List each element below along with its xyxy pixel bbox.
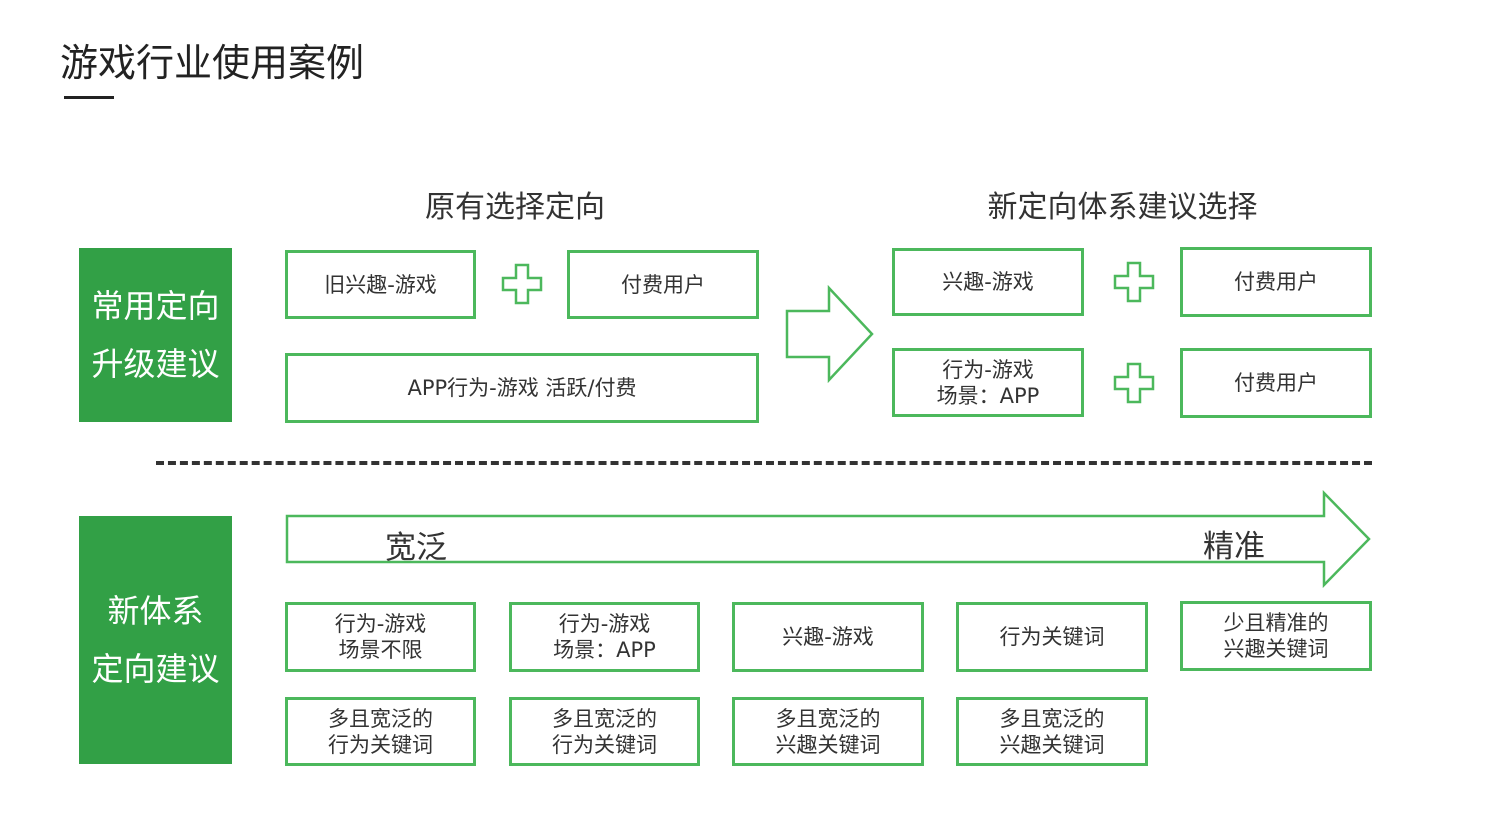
label-precise: 精准 (1203, 529, 1265, 565)
side-line: 定向建议 (91, 650, 220, 688)
box-label-line: 场景：APP (553, 638, 656, 662)
box-label: 付费用户 (621, 272, 705, 297)
box-label-line: 多且宽泛的 (552, 706, 657, 731)
box-label-line: 行为关键词 (552, 732, 657, 757)
box-behavior-game-app: 行为-游戏 场景：APP (509, 602, 700, 672)
box-label: 旧兴趣-游戏 (324, 272, 437, 297)
box-label: 行为关键词 (999, 625, 1105, 649)
box-label-line: 行为-游戏 (334, 612, 427, 636)
box-label-line: 行为-游戏 (558, 612, 651, 636)
box-label-line: 场景不限 (338, 638, 423, 662)
box-label-line: 行为-游戏 (942, 357, 1034, 382)
box-paying-users: 付费用户 (1180, 348, 1372, 418)
broad-to-precise-arrow-icon (285, 490, 1371, 588)
box-label-line: 多且宽泛的 (328, 706, 433, 731)
box-label-line: 行为关键词 (328, 732, 433, 757)
section-divider (156, 461, 1372, 465)
box-label-line: 少且精准的 (1223, 611, 1329, 635)
box-label: 付费用户 (1234, 270, 1318, 294)
box-paying-users: 付费用户 (567, 250, 759, 319)
label-broad: 宽泛 (385, 530, 447, 566)
box-behavior-game-app: 行为-游戏 场景：APP (892, 348, 1084, 417)
box-interest-game: 兴趣-游戏 (732, 602, 924, 672)
box-label-line: 场景：APP (936, 383, 1040, 408)
side-line: 升级建议 (91, 345, 220, 383)
title-underline (64, 96, 114, 99)
side-block-upgrade: 常用定向 升级建议 (79, 248, 232, 422)
box-paying-users: 付费用户 (1180, 247, 1372, 317)
box-interest-game: 兴趣-游戏 (892, 248, 1084, 316)
box-label-line: 多且宽泛的 (775, 706, 881, 731)
plus-icon (1113, 362, 1155, 404)
box-many-broad-behavior-keywords: 多且宽泛的 行为关键词 (285, 697, 476, 766)
box-label: 兴趣-游戏 (942, 270, 1034, 294)
heading-new-targeting: 新定向体系建议选择 (987, 190, 1258, 225)
box-app-behavior: APP行为-游戏 活跃/付费 (285, 353, 759, 423)
box-old-interest-game: 旧兴趣-游戏 (285, 250, 476, 319)
side-block-new-system: 新体系 定向建议 (79, 516, 232, 764)
plus-icon (1113, 261, 1155, 303)
box-few-precise-interest-keywords: 少且精准的 兴趣关键词 (1180, 601, 1372, 671)
box-behavior-game-any-scene: 行为-游戏 场景不限 (285, 602, 476, 672)
box-many-broad-interest-keywords: 多且宽泛的 兴趣关键词 (732, 697, 924, 766)
box-label: 兴趣-游戏 (782, 625, 874, 649)
side-line: 常用定向 (91, 287, 220, 325)
box-label-line: 兴趣关键词 (775, 732, 881, 757)
box-label-line: 兴趣关键词 (1223, 637, 1329, 661)
box-label-line: 多且宽泛的 (999, 706, 1105, 731)
right-arrow-icon (785, 285, 874, 383)
box-many-broad-behavior-keywords: 多且宽泛的 行为关键词 (509, 697, 700, 766)
box-behavior-keywords: 行为关键词 (956, 602, 1148, 672)
box-many-broad-interest-keywords: 多且宽泛的 兴趣关键词 (956, 697, 1148, 766)
page-title: 游戏行业使用案例 (60, 41, 365, 85)
plus-icon (501, 263, 543, 305)
heading-original-targeting: 原有选择定向 (425, 190, 605, 225)
box-label: 付费用户 (1234, 371, 1318, 395)
side-line: 新体系 (107, 592, 204, 630)
box-label: APP行为-游戏 活跃/付费 (407, 376, 637, 400)
box-label-line: 兴趣关键词 (999, 732, 1105, 757)
